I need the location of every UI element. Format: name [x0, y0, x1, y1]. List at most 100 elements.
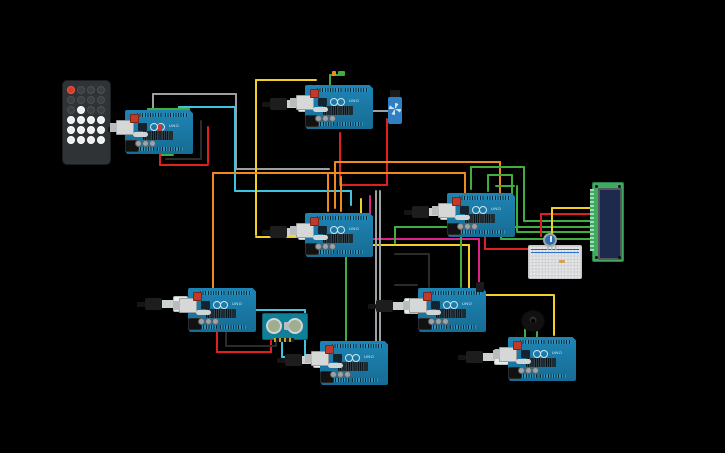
wire-green-lcd-d[interactable] [487, 174, 489, 192]
reset-button[interactable] [310, 89, 319, 98]
uno-header-power[interactable] [315, 122, 334, 126]
reset-button[interactable] [325, 345, 334, 354]
wire-orange-uno3[interactable] [327, 172, 329, 212]
remote-keypad[interactable] [67, 86, 106, 144]
wire-green-uno7[interactable] [460, 226, 462, 288]
remote-key-plus[interactable] [87, 106, 95, 114]
ultrasonic-pin-header[interactable] [274, 338, 294, 342]
reset-button[interactable] [423, 292, 432, 301]
uno-header-power[interactable] [330, 378, 349, 382]
remote-key-6[interactable] [77, 126, 85, 134]
uno-header-digital-b[interactable] [458, 291, 481, 295]
wire-green-lcd-a3[interactable] [523, 220, 593, 222]
remote-key-3[interactable] [87, 116, 95, 124]
uno-header-digital-a[interactable] [137, 113, 162, 117]
remote-key-prev[interactable] [97, 86, 105, 94]
arduino-uno-4[interactable]: UNO [432, 193, 515, 237]
wire-red-motor-b[interactable] [339, 184, 387, 186]
reset-button[interactable] [130, 114, 139, 123]
uno-header-digital-b[interactable] [548, 340, 571, 344]
uno-header-power[interactable] [135, 147, 154, 151]
wire-cyan-mid[interactable] [234, 190, 352, 192]
reset-button[interactable] [452, 197, 461, 206]
wire-green-uno1-b[interactable] [147, 108, 189, 110]
reset-button[interactable] [193, 292, 202, 301]
wire-black-uno1-b[interactable] [165, 158, 201, 160]
uno-header-analog[interactable] [540, 374, 566, 378]
wire-red-uno1-c[interactable] [207, 126, 209, 164]
dc-motor[interactable] [388, 90, 402, 124]
wire-orange-bus-l[interactable] [334, 161, 336, 209]
wire-green-buzz-b[interactable] [536, 328, 538, 342]
uno-header-power[interactable] [198, 325, 217, 329]
uno-header-power[interactable] [315, 250, 334, 254]
wire-yellow-long2[interactable] [360, 244, 470, 246]
wire-gray-to-mid[interactable] [235, 168, 330, 170]
wire-green-buzz-a[interactable] [524, 328, 526, 342]
ir-remote[interactable] [62, 80, 111, 165]
reset-button[interactable] [310, 217, 319, 226]
wire-gray-uno6b[interactable] [379, 190, 381, 342]
wire-black-uno7c[interactable] [394, 253, 429, 255]
wire-red-uno5c[interactable] [270, 336, 272, 353]
remote-key-mode[interactable] [77, 86, 85, 94]
wire-yellow-uno2-top[interactable] [255, 79, 317, 81]
wire-gray-uno6[interactable] [375, 190, 377, 342]
wire-orange-uno5[interactable] [212, 172, 214, 289]
remote-key-ch[interactable] [97, 106, 105, 114]
wire-green-uno2[interactable] [329, 74, 331, 92]
wire-red-uno5b[interactable] [216, 351, 272, 353]
lcd-display-16x2[interactable] [590, 182, 624, 262]
uno-header-digital-a[interactable] [459, 196, 484, 200]
wire-magenta-long3[interactable] [478, 238, 480, 304]
uno-header-digital-b[interactable] [360, 344, 383, 348]
wire-cyan-hcsr[interactable] [226, 309, 306, 311]
uno-header-digital-a[interactable] [317, 88, 342, 92]
arduino-uno-2[interactable]: UNO [290, 85, 373, 129]
wire-red-uno5[interactable] [216, 326, 218, 353]
wire-red-motor-c[interactable] [339, 132, 341, 185]
uno-header-digital-a[interactable] [430, 291, 455, 295]
remote-key-shuffle[interactable] [97, 96, 105, 104]
wire-orange-bus[interactable] [334, 161, 501, 163]
wire-yellow-uno2[interactable] [255, 79, 257, 236]
wire-black-uno5b[interactable] [225, 345, 277, 347]
wire-red-lcd2[interactable] [540, 213, 542, 237]
wire-red-lcd[interactable] [540, 213, 593, 215]
wire-yellow-lcd[interactable] [551, 207, 593, 209]
wire-green-lcd-a[interactable] [470, 166, 525, 168]
remote-key-star[interactable] [77, 136, 85, 144]
uno-header-digital-b[interactable] [487, 196, 510, 200]
uno-header-digital-b[interactable] [345, 88, 368, 92]
wire-orange-bus2-r[interactable] [464, 172, 466, 196]
wire-orange-bus2[interactable] [212, 172, 466, 174]
wire-yellow-long4[interactable] [468, 294, 554, 296]
arduino-uno-8[interactable]: UNO [493, 337, 576, 381]
wire-gray-top[interactable] [152, 93, 237, 95]
wire-green-lcd-e[interactable] [495, 185, 515, 187]
wire-orange-uno3b[interactable] [340, 176, 342, 212]
remote-key-repeat[interactable] [67, 106, 75, 114]
arduino-uno-3[interactable]: UNO [290, 213, 373, 257]
uno-header-analog[interactable] [479, 230, 505, 234]
remote-key-eq[interactable] [87, 96, 95, 104]
wire-red-bb[interactable] [484, 248, 542, 250]
wire-gray-top-right[interactable] [235, 93, 237, 170]
wire-red-uno1-b[interactable] [159, 164, 209, 166]
uno-header-digital-a[interactable] [332, 344, 357, 348]
uno-header-analog[interactable] [220, 325, 246, 329]
remote-key-power[interactable] [67, 86, 75, 94]
wire-green-lcd-c[interactable] [487, 174, 513, 176]
wire-magenta-long2[interactable] [369, 238, 480, 240]
remote-key-1[interactable] [67, 116, 75, 124]
wire-yellow-long3[interactable] [468, 244, 470, 296]
uno-header-digital-b[interactable] [165, 113, 188, 117]
wire-black-uno7b[interactable] [428, 253, 430, 288]
wire-orange-bus-r[interactable] [499, 161, 501, 198]
wire-gray-motor[interactable] [359, 110, 397, 112]
uno-header-analog[interactable] [337, 122, 363, 126]
wire-cyan-mid-down[interactable] [350, 190, 352, 206]
remote-key-7[interactable] [87, 126, 95, 134]
wire-black-uno7[interactable] [394, 284, 418, 286]
